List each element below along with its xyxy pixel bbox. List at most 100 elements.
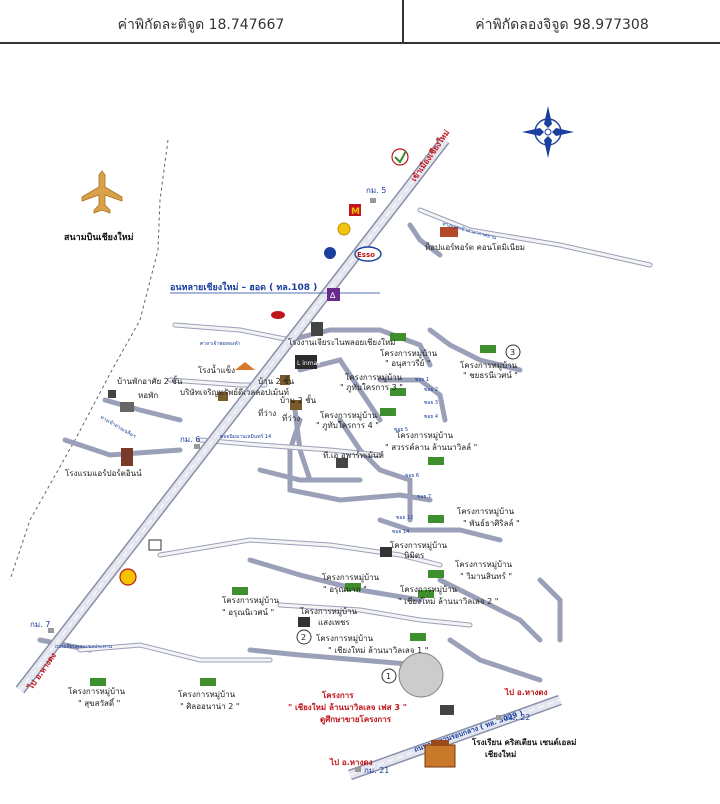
village-label: โครงการหมู่บ้าน — [322, 572, 380, 583]
km-marker-7: กม. 7 — [30, 620, 54, 633]
carpet-label: บริษัทเจริญทรัพย์ดีเวลลอปเม้นท์ — [180, 387, 289, 397]
header-divider — [402, 0, 404, 44]
village-name: " เชียงใหม่ ล้านนาวิลเลจ 2 " — [398, 597, 498, 606]
vacant-label: ที่ว่าง — [258, 407, 276, 418]
km-marker-22: กม. 22 — [496, 713, 530, 722]
condo-icon — [440, 227, 458, 237]
village-label: โครงการหมู่บ้าน — [68, 686, 126, 697]
soi-label: ซอย 5 — [394, 427, 408, 433]
village-label: โครงการหมู่บ้าน — [222, 595, 280, 606]
svg-text:∆: ∆ — [329, 291, 336, 300]
svg-text:กม. 5: กม. 5 — [366, 186, 386, 195]
lotus-icon — [337, 222, 351, 236]
soi-label: ซอย 7 — [417, 494, 431, 500]
project-site-marker[interactable] — [398, 652, 444, 698]
km-marker-5: กม. 5 — [366, 186, 386, 203]
svg-text:2: 2 — [301, 633, 306, 642]
nimit-icon — [380, 547, 392, 557]
village-label: โครงการหมู่บ้าน — [345, 372, 403, 383]
hotel-label: โรงแรมแอร์ปอร์ตอินน์ — [65, 468, 142, 478]
svg-text:M: M — [351, 207, 360, 217]
village-name: " พันธ์ธาศิริลล์ " — [463, 518, 520, 528]
project-name: " เชียงใหม่ ล้านนาวิลเลจ เฟส 3 " — [288, 702, 407, 712]
village-name: " ภูทับใครการ 4 " — [316, 421, 379, 431]
to-right-label: ไป อ.หางดง — [504, 687, 548, 697]
icefactory-label: โรงน้ำแข็ง — [198, 364, 235, 375]
motorbike-icon — [271, 311, 285, 319]
shop-icon — [108, 390, 116, 398]
linmall-icon — [295, 355, 317, 369]
soi-label: ซอย 4 — [424, 414, 438, 420]
village-label: โครงการหมู่บ้าน — [300, 606, 358, 617]
school-label-2: เชียงใหม่ — [485, 749, 516, 759]
house-label: บ้าน 2 ชั้น — [258, 375, 295, 386]
village-label: โครงการหมู่บ้าน — [178, 689, 236, 700]
village-name: " อรุณนาถ " — [323, 585, 367, 594]
house-label-2: บ้าน 2 ชั้น — [280, 394, 317, 405]
village-name: " ศิลออนาน่า 2 " — [180, 702, 240, 711]
road-label-left: ทางเข้าสวนเฉลิมฯ — [99, 414, 137, 440]
icefactory-icon — [235, 362, 255, 370]
jewelry-label: โรงงานเจียระไนพลอยเชียงใหม่ — [288, 337, 395, 347]
km-marker-21: กม. 21 — [355, 766, 389, 775]
village-name: " วิมานสินทร์ " — [460, 571, 512, 581]
village-markers — [90, 333, 496, 686]
km-marker-6: กม. 6 — [180, 435, 200, 449]
village-label: โครงการหมู่บ้าน — [455, 559, 513, 570]
village-name: " อนุสาวรีย์ " — [385, 358, 431, 368]
soi-label: ซอย 12 — [396, 515, 413, 521]
village-name: " ชยธรนีเวศน์ " — [463, 370, 518, 380]
saengpetch-icon — [298, 617, 310, 627]
village-name: " ภูทับใครการ 3 " — [340, 383, 403, 393]
apartment-label: ที.เอ อพาร์ทเม้นท์ — [323, 450, 384, 460]
teashop-label: บ้านพักอาศัย 2 ชั้น — [117, 375, 183, 386]
svg-text:กม. 7: กม. 7 — [30, 620, 50, 629]
village-label: โครงการหมู่บ้าน — [457, 506, 515, 517]
village-label: โครงการหมู่บ้าน — [380, 348, 438, 359]
svg-text:กม. 21: กม. 21 — [364, 766, 389, 775]
apartment-icon — [336, 458, 348, 468]
village-name: " สวรรค์ลาน ล้านนาวิลล์ " — [385, 442, 477, 452]
village-name: " เชียงใหม่ ล้านนาวิลเลจ 1 " — [328, 646, 428, 655]
highway-name: อนหลายเชียงใหม่ – ฮอด ( ทล.108 ) — [170, 281, 317, 293]
compass-icon — [522, 106, 574, 158]
road-label-mid: ศาลาเจ้าพ่อทองคำ — [200, 340, 241, 347]
christian-school-icon — [424, 740, 456, 768]
svg-text:กม. 6: กม. 6 — [180, 435, 200, 444]
house-icon — [280, 375, 290, 385]
badge-3: 3 — [505, 344, 521, 360]
svg-text:1: 1 — [386, 672, 391, 681]
village-label: โครงการหมู่บ้าน — [320, 410, 378, 421]
soi-label: ซอย 14 — [392, 529, 409, 535]
svg-text:3: 3 — [510, 348, 515, 357]
house-icon-3 — [290, 400, 302, 410]
soi-label: ซอย 1 — [415, 377, 429, 383]
shell-icon — [119, 568, 137, 586]
village-label: โครงการหมู่บ้าน — [400, 584, 458, 595]
village-name: แสงเพชร — [318, 618, 350, 627]
airport-boundary — [9, 139, 169, 581]
bank-icon — [327, 288, 340, 301]
school-icon — [148, 539, 162, 551]
village-name: " อรุณนิเวศน์ " — [222, 607, 274, 617]
svg-text:กม. 22: กม. 22 — [505, 713, 530, 722]
svg-text:L inmall: L inmall — [297, 360, 321, 367]
village-label: โครงการหมู่บ้าน — [316, 633, 374, 644]
vacant-label-2: ที่ว่าง — [282, 412, 300, 423]
project-sub: ดูศึกษาขายโครงการ — [320, 714, 392, 725]
soi-label: ซอย 3 — [424, 400, 438, 406]
to-left-label: ไป อ.หางดง — [329, 757, 373, 767]
hotel-icon — [121, 448, 133, 466]
pttgas-icon — [324, 247, 336, 259]
soi-label: ซอย 6 — [405, 473, 419, 479]
mcdonalds-icon — [349, 204, 361, 216]
house-icon-2 — [218, 392, 228, 401]
dorm-icon — [120, 402, 134, 412]
airplane-icon — [81, 170, 123, 214]
badge-2: 2 — [296, 629, 312, 645]
svg-text:Esso: Esso — [357, 251, 375, 259]
airport-label: สนามบินเชียงใหม่ — [64, 231, 134, 243]
condo-label: ท็อปแอร์พอร์ต คอนโดมิเนียม — [425, 242, 525, 252]
to-city-label: เข้าเมืองเชียงใหม่ — [408, 128, 451, 183]
